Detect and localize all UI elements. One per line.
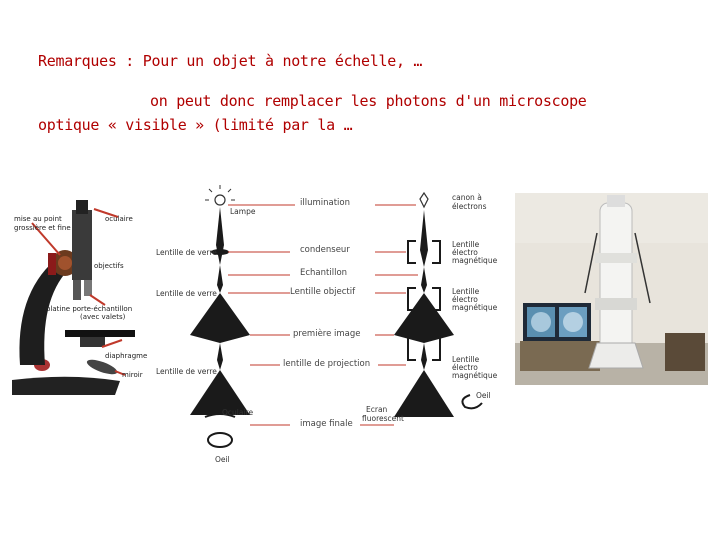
label-echantillon: Echantillon <box>300 268 348 278</box>
electron-gun-icon <box>419 191 429 209</box>
electron-cone-1 <box>394 293 454 335</box>
label-lentille-em-1a: Lentille <box>452 240 480 249</box>
label-miroir: miroir <box>122 371 143 379</box>
label-lentille-verre-1: Lentille de verre <box>156 248 217 257</box>
remark-line-2: on peut donc remplacer les photons d'un … <box>150 92 587 110</box>
label-lentille-em-1b: électro <box>452 248 478 257</box>
label-lentille-em-2b: électro <box>452 295 478 304</box>
lamp-icon <box>214 194 226 206</box>
remark-line-1: Remarques : Pour un objet à notre échell… <box>38 52 423 70</box>
label-lentille-em-3a: Lentille <box>452 355 480 364</box>
label-image-finale: image finale <box>300 419 353 429</box>
label-oculaire: oculaire <box>105 215 133 223</box>
label-canon-2: électrons <box>452 202 487 211</box>
electron-eye-icon <box>461 394 483 410</box>
optical-eye-icon <box>207 432 233 448</box>
label-lentille-em-1c: magnétique <box>452 256 498 265</box>
optical-cone-1 <box>190 293 250 335</box>
diagram-drawing <box>190 185 483 448</box>
label-illumination: illumination <box>300 198 350 208</box>
label-lentille-em-3c: magnétique <box>452 371 498 380</box>
label-lentille-verre-3: Lentille de verre <box>156 367 217 376</box>
label-lampe: Lampe <box>230 207 256 216</box>
label-oeil-electron: Oeil <box>476 391 491 400</box>
label-mise-au-point-1: mise au point <box>14 215 62 223</box>
optical-beam-1 <box>216 207 224 265</box>
label-platine-2: (avec valets) <box>80 313 126 321</box>
label-diaphragme: diaphragme <box>105 352 148 360</box>
label-oculaire-diagram: Oculaire <box>222 408 254 417</box>
label-premiere-image: première image <box>293 329 361 339</box>
optical-cone-2 <box>190 370 250 415</box>
label-ecran-1: Ecran <box>366 405 388 414</box>
label-lentille-objectif: Lentille objectif <box>290 287 356 297</box>
electron-microscope-photo <box>515 193 708 385</box>
label-platine-1: platine porte-échantillon <box>46 305 133 313</box>
remark-line-3: optique « visible » (limité par la … <box>38 116 353 134</box>
label-oeil-optical: Oeil <box>215 455 230 464</box>
electron-cone-2 <box>394 370 454 417</box>
label-lentille-projection: lentille de projection <box>283 359 371 369</box>
label-lentille-em-3b: électro <box>452 363 478 372</box>
label-ecran-2: fluorescent <box>362 414 404 423</box>
label-mise-au-point-2: grossière et fine <box>14 224 71 232</box>
comparison-diagram: illumination condenseur Echantillon Lent… <box>150 185 510 475</box>
microscope-drawing <box>10 195 145 400</box>
label-condenseur: condenseur <box>300 245 350 255</box>
label-lentille-em-2c: magnétique <box>452 303 498 312</box>
label-objectifs: objectifs <box>94 262 124 270</box>
label-canon-1: canon à <box>452 193 482 202</box>
label-lentille-verre-2: Lentille de verre <box>156 289 217 298</box>
label-lentille-em-2a: Lentille <box>452 287 480 296</box>
light-microscope-illustration: mise au point grossière et fine oculaire… <box>10 195 148 400</box>
lab-photo-drawing <box>515 193 708 385</box>
